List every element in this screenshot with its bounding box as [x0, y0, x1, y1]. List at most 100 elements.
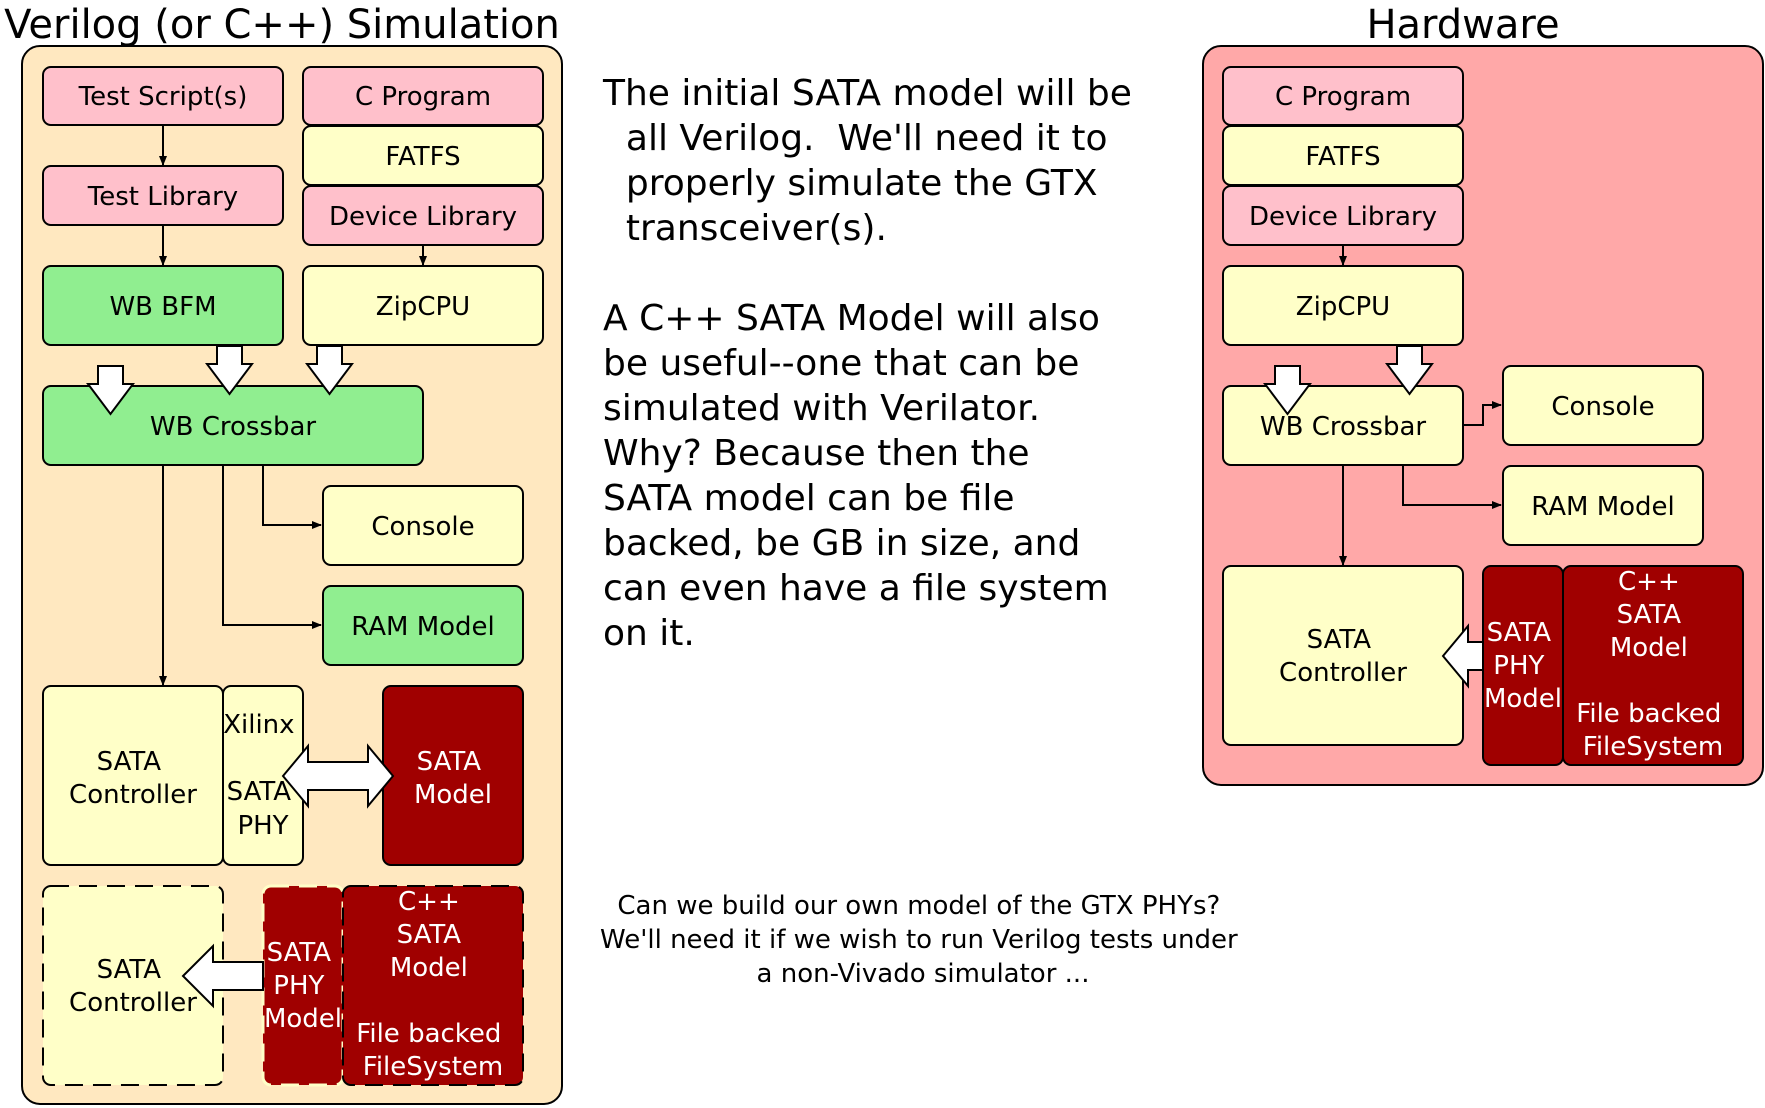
alt-cpp-model-line: Model — [390, 953, 468, 983]
hw-c-program-box: C Program — [1222, 66, 1464, 126]
test-scripts-box: Test Script(s) — [42, 66, 284, 126]
wb-crossbar-box: WB Crossbar — [42, 385, 424, 466]
note-line: transceiver(s). — [603, 208, 887, 249]
ram-model-label: RAM Model — [351, 612, 495, 642]
alt-phy-model-line: PHY — [273, 971, 324, 1001]
alt-sata-controller-label: SATA Controller — [69, 955, 197, 1018]
hw-cpp-model-line: C++ — [1618, 567, 1680, 597]
hw-ram-model-box: RAM Model — [1502, 465, 1704, 546]
hw-bus-arrow-to-crossbar — [1263, 365, 1312, 416]
hw-sata-controller-box: SATA Controller — [1222, 565, 1464, 746]
hw-device-library-box: Device Library — [1222, 185, 1464, 246]
note-line: A C++ SATA Model will also — [603, 298, 1100, 339]
note-line: properly simulate the GTX — [603, 163, 1098, 204]
test-scripts-label: Test Script(s) — [78, 82, 248, 112]
xilinx-phy-box: Xilinx SATA PHY — [222, 685, 304, 866]
hw-phy-model-line: PHY — [1493, 651, 1544, 681]
note-line: We'll need it if we wish to run Verilog … — [600, 925, 1238, 955]
note-verilog-model: The initial SATA model will be all Veril… — [0, 0, 1212, 249]
hw-sata-controller-label: SATA Controller — [1279, 625, 1407, 688]
xilinx-phy-line: PHY — [237, 811, 288, 841]
hw-console-box: Console — [1502, 365, 1704, 446]
bus-arrow-bfm-to-crossbar-2 — [205, 345, 254, 396]
alt-sata-controller-line: Controller — [69, 988, 197, 1018]
notes: The initial SATA model will be all Veril… — [0, 0, 1246, 989]
note-cpp-model: A C++ SATA Model will also be useful--on… — [603, 298, 1120, 654]
alt-cpp-model-label: C++ SATA Model File backed FileSystem — [356, 887, 509, 1082]
hw-c-program-label: C Program — [1275, 82, 1411, 112]
hw-device-library-label: Device Library — [1249, 202, 1437, 232]
bus-arrow-bfm-to-crossbar — [86, 365, 135, 416]
alt-phy-model-line: SATA — [267, 938, 332, 968]
arrow-alt-phy-to-controller — [181, 943, 264, 1009]
hw-phy-model-line: Model — [1484, 684, 1562, 714]
note-line: Can we build our own model of the GTX PH… — [617, 891, 1220, 921]
note-line: Why? Because then the — [603, 433, 1030, 474]
note-line: SATA model can be file — [603, 478, 1015, 519]
hw-phy-model-line: SATA — [1487, 618, 1552, 648]
note-line: backed, be GB in size, and — [603, 523, 1080, 564]
note-line: on it. — [603, 613, 695, 654]
hw-cpp-model-line: File backed — [1576, 699, 1721, 729]
alt-phy-model-box: SATA PHY Model — [261, 884, 345, 1087]
ram-model-box: RAM Model — [322, 585, 524, 666]
hw-phy-model-box: SATA PHY Model — [1482, 565, 1564, 766]
alt-cpp-model-line: FileSystem — [363, 1052, 503, 1082]
hw-cpp-model-line: SATA — [1617, 600, 1682, 630]
hw-cpp-model-line: FileSystem — [1583, 732, 1723, 762]
bidirectional-arrow-phy-model — [281, 743, 395, 809]
sata-model-label: SATA Model — [414, 747, 492, 810]
alt-phy-model-label: SATA PHY Model — [264, 938, 342, 1034]
hw-bus-arrow-zipcpu-to-crossbar — [1385, 345, 1434, 396]
note-line: simulated with Verilator. — [603, 388, 1040, 429]
hw-zipcpu-label: ZipCPU — [1296, 292, 1390, 322]
zipcpu-label: ZipCPU — [376, 292, 470, 322]
hw-zipcpu-box: ZipCPU — [1222, 265, 1464, 346]
sata-controller-line: Controller — [69, 780, 197, 810]
wb-bfm-box: WB BFM — [42, 265, 284, 346]
alt-sata-controller-line: SATA — [97, 955, 162, 985]
alt-cpp-model-line: SATA — [397, 920, 462, 950]
device-library-label: Device Library — [329, 202, 517, 232]
fatfs-label: FATFS — [385, 142, 460, 172]
hw-cpp-model-box: C++ SATA Model File backed FileSystem — [1562, 565, 1744, 766]
hardware-title: Hardware — [1366, 2, 1559, 48]
hw-cpp-model-line: Model — [1610, 633, 1688, 663]
c-program-label: C Program — [355, 82, 491, 112]
arrow-crossbar-to-ram — [222, 465, 322, 629]
hw-cpp-model-label: C++ SATA Model File backed FileSystem — [1576, 567, 1729, 762]
alt-cpp-model-line: C++ — [398, 887, 460, 917]
sata-controller-line: SATA — [97, 747, 162, 777]
hw-arrow-crossbar-to-console — [1463, 401, 1502, 426]
fatfs-box: FATFS — [302, 125, 544, 186]
console-label: Console — [371, 512, 474, 542]
note-line: can even have a file system — [603, 568, 1109, 609]
note-line: The initial SATA model will be — [602, 73, 1132, 114]
hw-wb-crossbar-box: WB Crossbar — [1222, 385, 1464, 466]
note-gtx-question: Can we build our own model of the GTX PH… — [600, 891, 1246, 989]
sata-controller-label: SATA Controller — [69, 747, 197, 810]
alt-cpp-model-line: File backed — [356, 1019, 501, 1049]
sata-controller-box: SATA Controller — [42, 685, 224, 866]
c-program-box: C Program — [302, 66, 544, 126]
sata-model-line: Model — [414, 780, 492, 810]
note-line: all Verilog. We'll need it to — [603, 118, 1107, 159]
hw-wb-crossbar-label: WB Crossbar — [1260, 412, 1427, 442]
sata-model-box: SATA Model — [382, 685, 524, 866]
alt-phy-model-line: Model — [264, 1004, 342, 1034]
xilinx-phy-label: Xilinx SATA PHY — [223, 710, 303, 841]
hw-phy-model-label: SATA PHY Model — [1484, 618, 1562, 714]
bus-arrow-zipcpu-to-crossbar — [305, 345, 354, 396]
hw-sata-controller-line: SATA — [1307, 625, 1372, 655]
hw-console-label: Console — [1551, 392, 1654, 422]
hw-ram-model-label: RAM Model — [1531, 492, 1675, 522]
hw-fatfs-label: FATFS — [1305, 142, 1380, 172]
alt-sata-controller-box: SATA Controller — [42, 885, 224, 1086]
wb-bfm-label: WB BFM — [109, 292, 216, 322]
arrow-crossbar-to-console — [262, 465, 322, 529]
note-line: be useful--one that can be — [603, 343, 1079, 384]
device-library-box: Device Library — [302, 185, 544, 246]
hw-arrow-phy-to-controller — [1441, 623, 1484, 689]
xilinx-phy-line: Xilinx — [223, 710, 294, 740]
